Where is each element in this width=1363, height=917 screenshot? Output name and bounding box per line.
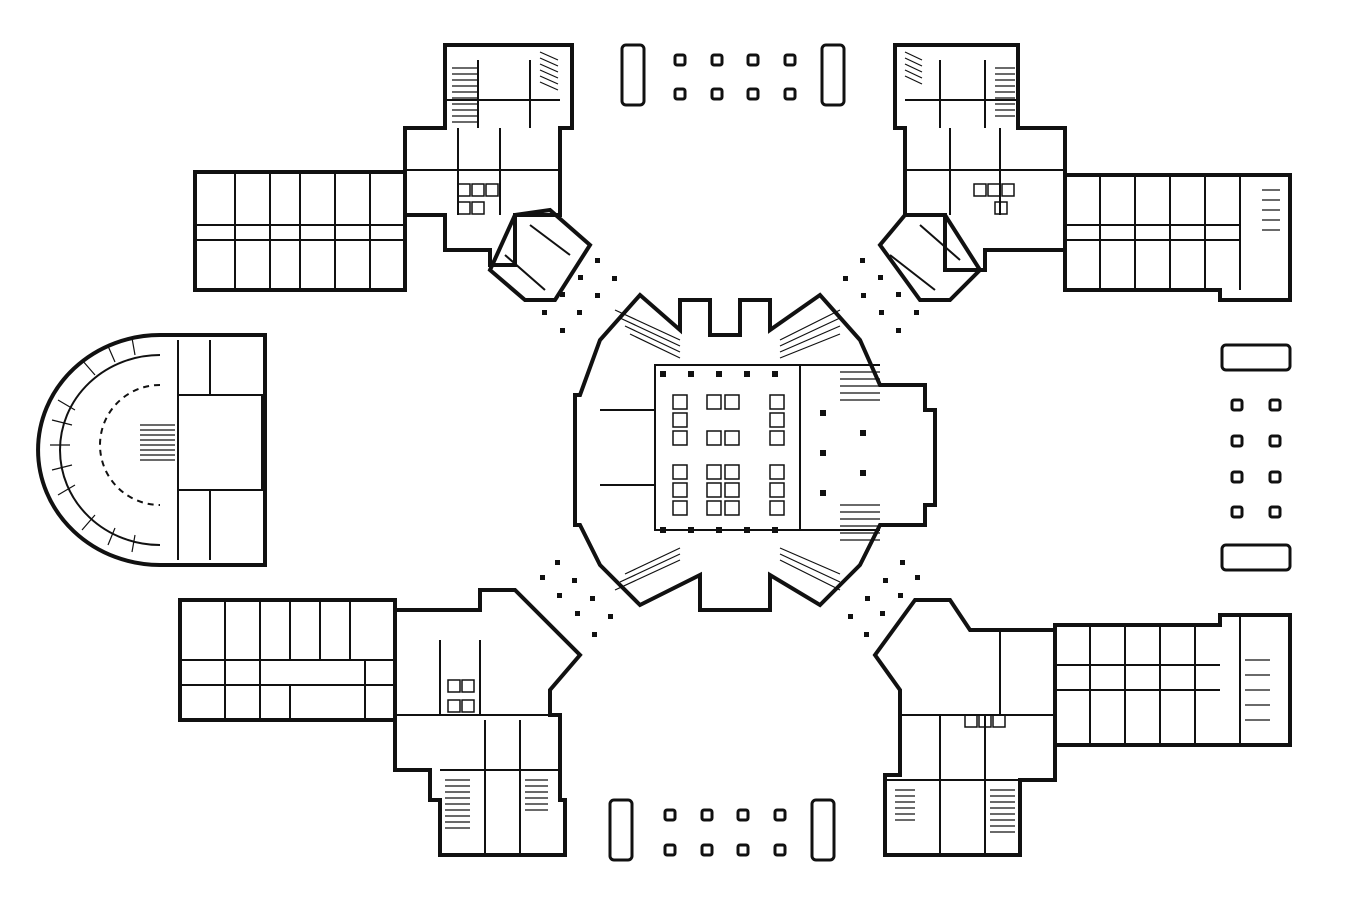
lift-shafts [973, 183, 1015, 215]
partition-screens [1245, 659, 1270, 721]
lift-shafts [964, 714, 1006, 728]
wing-south-west [178, 588, 583, 857]
staircase [840, 364, 880, 401]
partition-screens [1262, 189, 1280, 231]
pavilion-south [608, 798, 836, 862]
central-hall [573, 292, 937, 612]
staircase [445, 779, 470, 829]
staircase [779, 309, 841, 359]
staircase [614, 309, 681, 359]
pavilion-east [1220, 343, 1292, 572]
staircase [525, 779, 548, 811]
column-grid [660, 371, 866, 533]
staircase [452, 67, 478, 123]
staircase [614, 547, 681, 591]
pavilion-north [620, 43, 846, 107]
auditorium-west [36, 333, 267, 567]
lift-shafts [447, 679, 475, 713]
colonnade-links [540, 258, 920, 637]
seating-rows [50, 337, 136, 553]
wing-south-east [872, 598, 1292, 857]
lift-shafts [457, 183, 499, 215]
lift-banks [672, 394, 785, 516]
staircase [990, 789, 1015, 833]
staircase [539, 51, 559, 91]
staircase [895, 789, 915, 821]
wing-north-west [193, 43, 593, 302]
staircase [779, 547, 841, 591]
staircase [840, 504, 880, 541]
staircase [995, 67, 1015, 117]
stage-steps [140, 424, 175, 461]
staircase [904, 51, 923, 85]
wing-north-east [877, 43, 1292, 302]
